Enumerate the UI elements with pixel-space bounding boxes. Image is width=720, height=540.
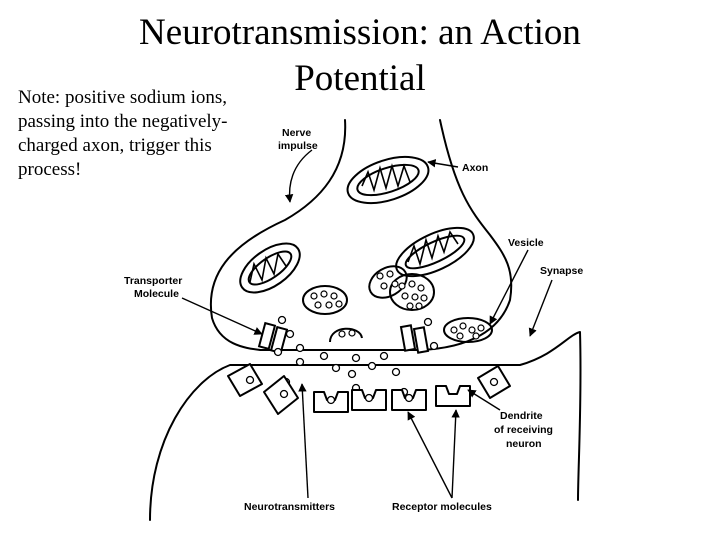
slide-title: Neurotransmission: an Action Potential <box>139 12 581 99</box>
vesicle-1 <box>302 285 348 315</box>
vesicle-contents <box>310 270 485 340</box>
neurotransmitters-pointer <box>298 383 309 499</box>
axon-terminal-outline <box>209 119 513 351</box>
receptor-molecules <box>227 363 511 415</box>
dendrite-pointer <box>467 389 501 411</box>
nerve-impulse-label-line2: impulse <box>278 140 318 152</box>
receptor-1 <box>227 363 263 397</box>
fusing-vesicle <box>329 327 363 343</box>
transporter-pointer <box>181 297 263 335</box>
receptor-pointer-2 <box>451 409 460 499</box>
mitochondrion-1 <box>346 155 430 205</box>
synapse-label: Synapse <box>540 265 583 277</box>
dendrite-label-line1: Dendrite <box>500 410 543 422</box>
axon-label: Axon <box>462 162 488 174</box>
receptor-6 <box>435 385 471 407</box>
synapse-pointer <box>528 279 553 337</box>
transporter-right <box>399 324 430 354</box>
axon-pointer <box>427 159 459 168</box>
vesicles <box>302 265 493 343</box>
dendrite-label-line2: of receiving <box>494 424 553 436</box>
transporter-left <box>257 321 289 355</box>
nerve-impulse-label-line1: Nerve <box>282 127 311 139</box>
neurotransmitters-label: Neurotransmitters <box>244 501 335 513</box>
transporter-label-line1: Transporter <box>124 275 182 287</box>
dendrite-label-line3: neuron <box>506 438 542 450</box>
mitochondrion-3 <box>395 226 475 278</box>
nerve-impulse-arrow <box>284 149 313 203</box>
transporter-label-line2: Molecule <box>134 288 179 300</box>
vesicle-3 <box>389 273 435 311</box>
mitochondria <box>239 155 475 294</box>
receptor-molecules-label: Receptor molecules <box>392 501 492 513</box>
vesicle-2 <box>368 265 408 299</box>
note-text: Note: positive sodium ions, passing into… <box>18 87 228 180</box>
dendrite-outline <box>149 331 582 521</box>
vesicle-4 <box>443 317 493 343</box>
vesicle-label: Vesicle <box>508 237 544 249</box>
transporter-molecules <box>257 321 430 355</box>
bound-neurotransmitters <box>245 375 499 405</box>
receptor-pointer-1 <box>407 411 453 499</box>
mitochondrion-2 <box>239 242 301 294</box>
vesicle-pointer <box>489 249 529 325</box>
